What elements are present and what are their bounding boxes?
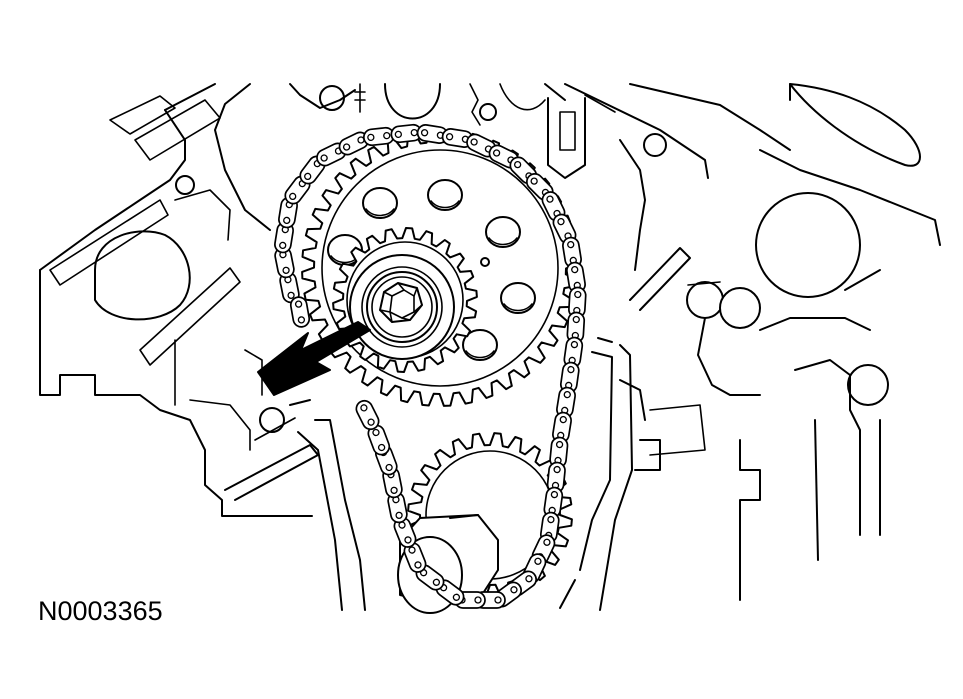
chain-link: [546, 461, 566, 494]
chain-link: [403, 542, 427, 573]
chain-link: [355, 399, 380, 431]
engine-block-left: [39, 83, 319, 517]
chain-link: [278, 196, 298, 229]
top-components: [289, 83, 709, 179]
figure-id-label: N0003365: [38, 596, 163, 626]
chain-link: [566, 311, 586, 344]
camshaft-sprocket: [301, 129, 579, 407]
chain-link: [393, 517, 417, 548]
timing-chain: [274, 123, 587, 609]
sprocket-retaining-bolt: [349, 254, 455, 360]
chain-link: [549, 436, 569, 469]
engine-block-right: [619, 83, 941, 601]
chain-link: [367, 424, 391, 456]
chain-link: [416, 124, 449, 144]
chain-link: [362, 126, 395, 147]
chain-link: [552, 213, 577, 244]
chain-link: [566, 261, 586, 294]
chain-link: [289, 296, 311, 328]
pointer-arrow: [257, 321, 371, 396]
chain-guide: [559, 337, 633, 611]
left-chain-guide: [289, 399, 366, 611]
chain-link: [387, 491, 408, 524]
